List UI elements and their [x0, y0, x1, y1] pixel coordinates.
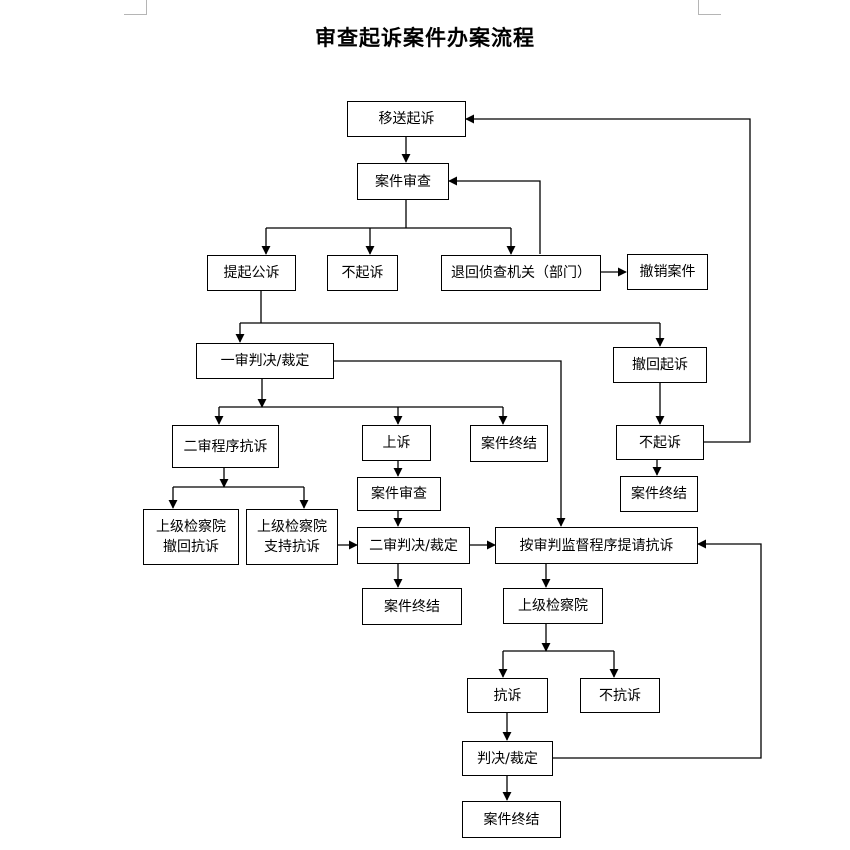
edge [553, 539, 762, 759]
node-superior-procuratorate: 上级检察院 [503, 588, 603, 624]
diagram-title: 审查起诉案件办案流程 [315, 26, 535, 50]
edge [465, 114, 751, 443]
node-case-closed: 案件终结 [470, 425, 548, 462]
node-case-closed: 案件终结 [362, 588, 462, 625]
node-label: 撤回抗诉 [163, 539, 219, 555]
node-transfer-prosecution: 移送起诉 [347, 101, 466, 137]
node-label: 上级检察院 [257, 519, 327, 535]
node-case-closed: 案件终结 [620, 476, 698, 512]
node-no-prosecution: 不起诉 [616, 425, 704, 460]
node-superior-procuratorate-withdraw-protest: 上级检察院 撤回抗诉 [143, 509, 239, 565]
node-trial-supervision-protest: 按审判监督程序提请抗诉 [495, 527, 698, 564]
node-withdraw-prosecution: 撤回起诉 [613, 347, 707, 383]
node-public-prosecution: 提起公诉 [207, 255, 296, 291]
node-judgment-ruling: 判决/裁定 [462, 741, 553, 776]
node-superior-procuratorate-support-protest: 上级检察院 支持抗诉 [246, 509, 338, 565]
node-case-closed: 案件终结 [462, 801, 561, 838]
node-label: 上级检察院 [156, 519, 226, 535]
node-return-to-investigation: 退回侦查机关（部门） [441, 255, 601, 291]
node-second-instance-protest: 二审程序抗诉 [172, 425, 279, 468]
edge [448, 176, 541, 254]
page-corner-mark [698, 0, 721, 15]
page-corner-mark [124, 0, 147, 15]
node-label: 支持抗诉 [264, 539, 320, 555]
node-second-instance-judgment: 二审判决/裁定 [357, 527, 470, 564]
node-appeal: 上诉 [362, 425, 431, 461]
node-protest: 抗诉 [467, 678, 548, 713]
node-first-instance-judgment: 一审判决/裁定 [196, 343, 334, 379]
node-no-prosecution: 不起诉 [327, 255, 398, 291]
node-case-review: 案件审查 [357, 477, 441, 511]
node-no-protest: 不抗诉 [580, 678, 660, 713]
node-cancel-case: 撤销案件 [627, 254, 708, 290]
edge [334, 360, 566, 527]
node-case-review: 案件审查 [357, 163, 449, 200]
